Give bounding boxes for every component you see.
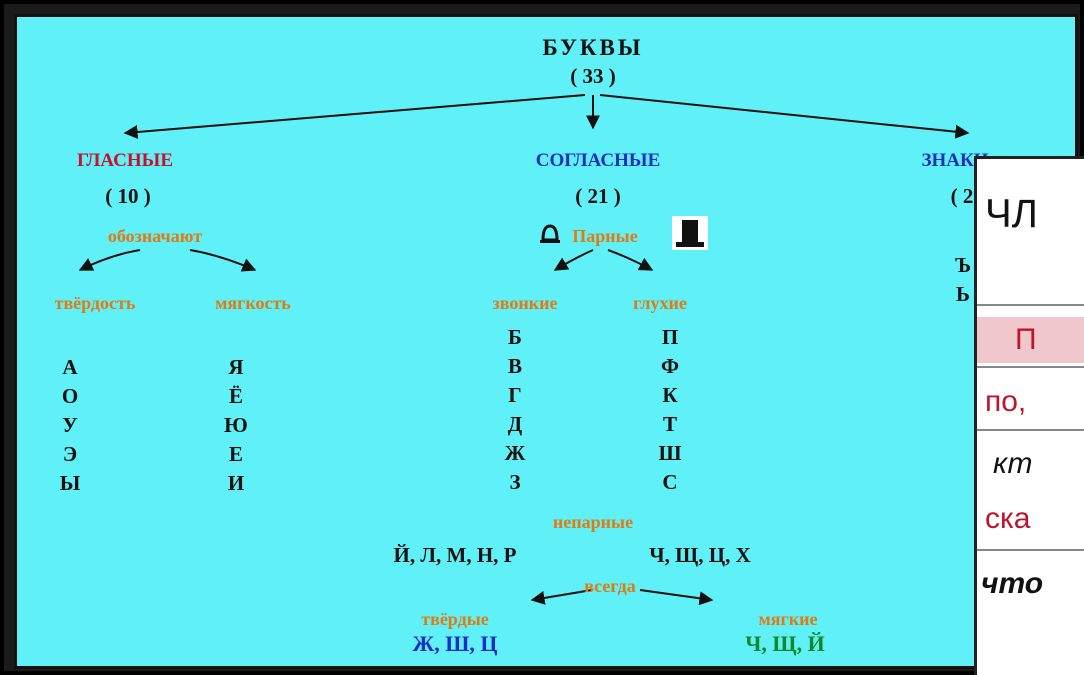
soft-vowel-letter: И xyxy=(227,471,245,495)
hard-vowel-letter: А xyxy=(62,355,78,379)
voiceless-consonant-letter: П xyxy=(661,325,679,349)
arrow-to-voiceless xyxy=(607,249,654,271)
arrow-to-always-soft xyxy=(639,589,714,606)
consonants-count: ( 21 ) xyxy=(575,184,621,208)
vowels-title: ГЛАСНЫЕ xyxy=(77,150,173,171)
card-row-3: кт xyxy=(993,447,1033,480)
sign-letter: Ъ xyxy=(954,253,972,277)
signs-title: ЗНАКИ xyxy=(921,150,989,171)
unpaired-voiceless: Ч, Щ, Ц, Х xyxy=(649,543,751,567)
soft-vowel-letter: Я xyxy=(228,355,244,379)
soft-vowel-letter: Е xyxy=(228,442,243,466)
arrow-to-signs xyxy=(599,94,970,139)
hard-vowel-letter: У xyxy=(62,413,78,437)
soft-vowel-letter: Ю xyxy=(224,413,248,437)
voiceless-label: глухие xyxy=(633,293,687,313)
soft-vowel-letter: Ё xyxy=(228,384,243,408)
consonants-title: СОГЛАСНЫЕ xyxy=(535,150,661,171)
card-row-4: ска xyxy=(985,502,1031,535)
always-hard-label: твёрдые xyxy=(421,609,489,629)
card-row-0: ЧЛ xyxy=(985,192,1038,236)
hard-vowel-letter: О xyxy=(61,384,79,408)
hardness-label: твёрдость xyxy=(54,293,136,313)
voiceless-consonant-letter: Ш xyxy=(658,441,682,465)
always-soft-label: мягкие xyxy=(758,609,818,629)
voiced-consonant-letter: Ж xyxy=(504,441,526,465)
voiced-consonant-letter: Б xyxy=(508,325,522,349)
arrow-to-voiced xyxy=(553,249,594,271)
vowels-note: обозначают xyxy=(107,226,203,246)
voiceless-consonant-letter: С xyxy=(662,470,678,494)
arrow-to-always-hard xyxy=(530,589,593,605)
diagram-panel xyxy=(14,14,1078,669)
arrow-to-hardness xyxy=(78,249,141,271)
voiced-consonant-letter: Г xyxy=(508,383,522,407)
voiceless-consonant-letter: К xyxy=(662,383,678,407)
always-label: всегда xyxy=(584,576,636,596)
card-divider xyxy=(977,304,1084,306)
hard-vowel-letter: Ы xyxy=(59,471,81,495)
voiceless-consonant-letter: Ф xyxy=(660,354,680,378)
unpaired-label: непарные xyxy=(552,512,634,532)
voiced-consonant-letter: З xyxy=(509,470,521,494)
sign-letter: Ь xyxy=(956,282,970,306)
always-hard-letters: Ж, Ш, Ц xyxy=(412,631,498,656)
card-row-5: что xyxy=(981,567,1044,600)
voiceless-consonant-letter: Т xyxy=(662,412,677,436)
arrow-to-softness xyxy=(189,249,257,272)
root-count: ( 33 ) xyxy=(570,64,616,88)
card-divider xyxy=(977,549,1084,551)
arrow-to-vowels xyxy=(123,94,586,139)
paired-label: Парные xyxy=(572,226,638,246)
top-hat-icon xyxy=(672,216,708,250)
root-title: БУКВЫ xyxy=(542,35,644,60)
voiced-consonant-letter: Д xyxy=(507,412,523,436)
voiced-label: звонкие xyxy=(492,293,558,313)
card-header-band xyxy=(977,317,1084,363)
card-row-2: по, xyxy=(985,385,1027,418)
hard-vowel-letter: Э xyxy=(62,442,78,466)
card-row-1: П xyxy=(1015,323,1037,356)
card-divider xyxy=(977,366,1084,368)
always-soft-letters: Ч, Щ, Й xyxy=(745,631,825,656)
voiced-consonant-letter: В xyxy=(507,354,523,378)
overlay-card: ЧЛ П по, кт ска что xyxy=(974,156,1084,675)
card-divider xyxy=(977,429,1084,431)
signs-count: ( 2 xyxy=(950,184,974,208)
unpaired-voiced: Й, Л, М, Н, Р xyxy=(393,543,517,567)
vowels-count: ( 10 ) xyxy=(105,184,151,208)
softness-label: мягкость xyxy=(215,293,291,313)
bell-icon xyxy=(539,222,561,246)
